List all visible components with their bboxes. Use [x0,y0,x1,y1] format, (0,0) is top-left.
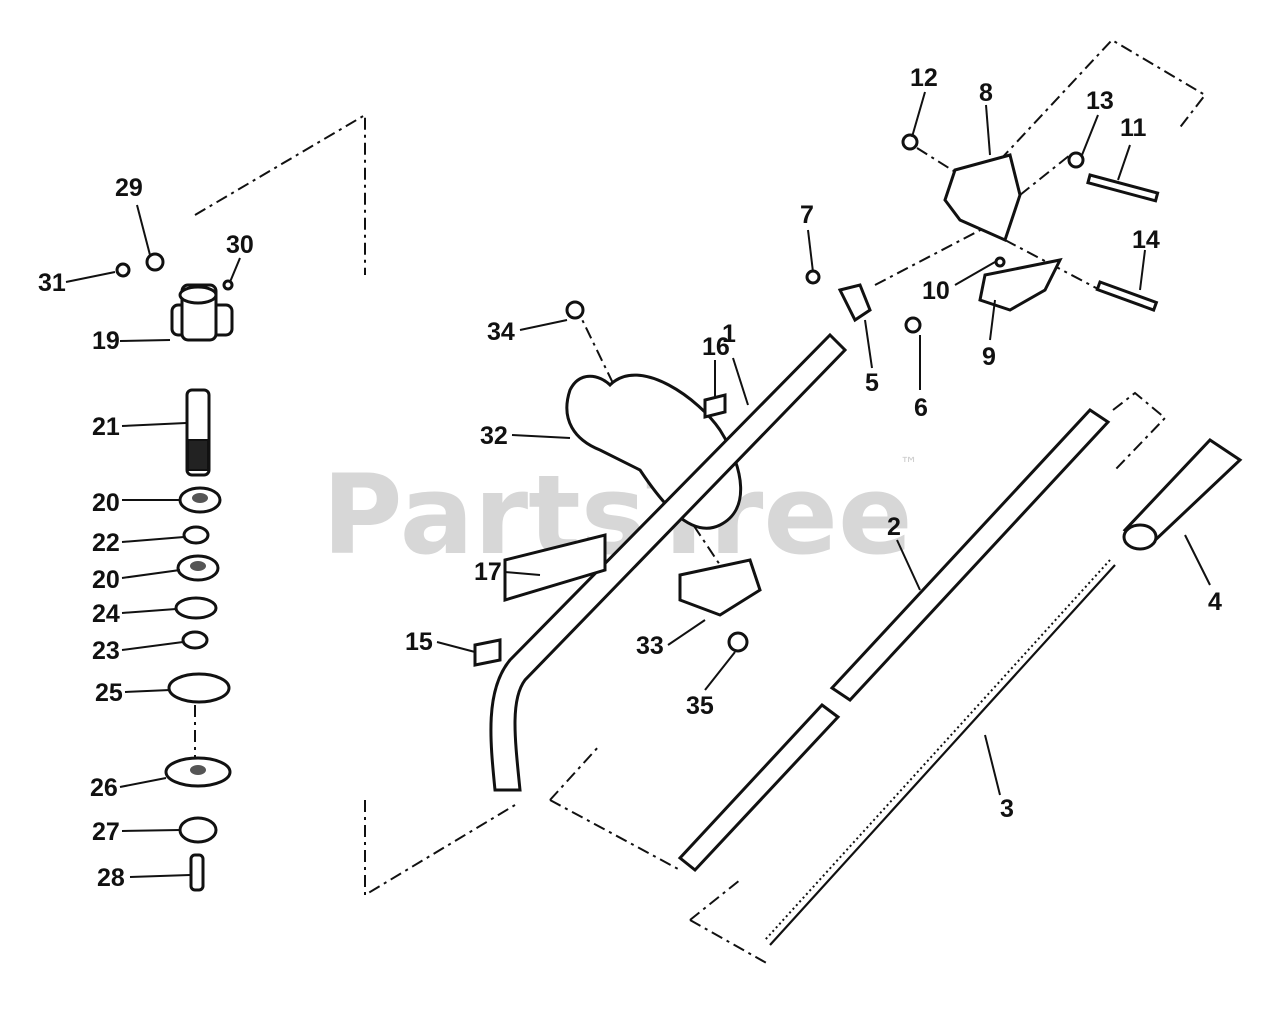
callout-5: 5 [865,369,879,397]
callout-20-upper: 20 [92,489,120,517]
callout-9: 9 [982,343,996,371]
spindle-assembly [115,252,234,892]
callout-26: 26 [90,774,118,802]
callout-31: 31 [38,269,66,297]
callout-25: 25 [95,679,123,707]
part-28-screw [189,853,205,892]
part-33-clamp [678,558,762,617]
callout-27: 27 [92,818,120,846]
callout-24: 24 [92,600,120,628]
part-10-spring [994,256,1006,268]
part-31-screw [115,262,131,278]
callout-32: 32 [480,422,508,450]
callout-17: 17 [474,558,502,586]
callout-14: 14 [1132,226,1160,254]
callout-21: 21 [92,413,120,441]
callout-7: 7 [800,201,814,229]
part-35-nut [727,631,749,653]
part-12-screw [901,133,919,151]
callout-6: 6 [914,394,928,422]
callout-10: 10 [922,277,950,305]
callout-28: 28 [97,864,125,892]
callout-labels: 1 2 3 4 5 6 7 8 9 10 11 12 13 14 15 16 1… [38,64,1222,892]
part-6-screw [904,316,922,334]
callout-19: 19 [92,327,120,355]
callout-13: 13 [1086,87,1114,115]
part-3-flex-shaft [769,564,1116,946]
callout-8: 8 [979,79,993,107]
callout-11: 11 [1120,114,1147,142]
callout-35: 35 [686,692,714,720]
part-22-spacer [182,525,210,545]
watermark-trademark: ™ [900,454,918,475]
callout-23: 23 [92,637,120,665]
callout-16: 16 [702,333,730,361]
part-8-housing [943,153,1022,243]
control-assembly [805,133,1160,334]
callout-30: 30 [226,231,254,259]
part-13-nut [1067,151,1085,169]
part-24-washer [174,596,218,620]
callout-2: 2 [887,513,901,541]
part-7-nut [805,269,821,285]
callout-29: 29 [115,174,143,202]
callout-1: 1 [722,320,736,348]
part-25-seal [167,672,231,704]
part-2-tube-upper [829,408,1111,702]
part-15-label [473,638,502,667]
part-1-drive-tube [489,332,848,792]
part-2-tube-lower [677,702,841,873]
drive-tube-assembly [473,332,848,792]
part-14-bolt [1095,280,1159,312]
part-11-bolt [1086,173,1160,203]
callout-3: 3 [1000,795,1014,823]
callout-15: 15 [405,628,433,656]
part-30-ball [222,279,234,291]
handle-assembly [565,300,762,653]
part-34-bolt [565,300,585,320]
part-23-spacer [181,630,209,650]
part-5-bracket [837,283,872,323]
callout-22: 22 [92,529,120,557]
part-16-label [703,393,727,419]
part-29-screw [145,252,165,272]
callout-33: 33 [636,632,664,660]
part-9-trigger [978,257,1063,312]
leader-lines [65,91,1211,878]
shaft-assembly [677,408,1243,946]
callout-4: 4 [1208,588,1222,616]
callout-34: 34 [487,318,515,346]
part-17-decal [503,533,607,603]
callout-20-lower: 20 [92,566,120,594]
callout-12: 12 [910,64,938,92]
part-27-nut [178,816,218,844]
